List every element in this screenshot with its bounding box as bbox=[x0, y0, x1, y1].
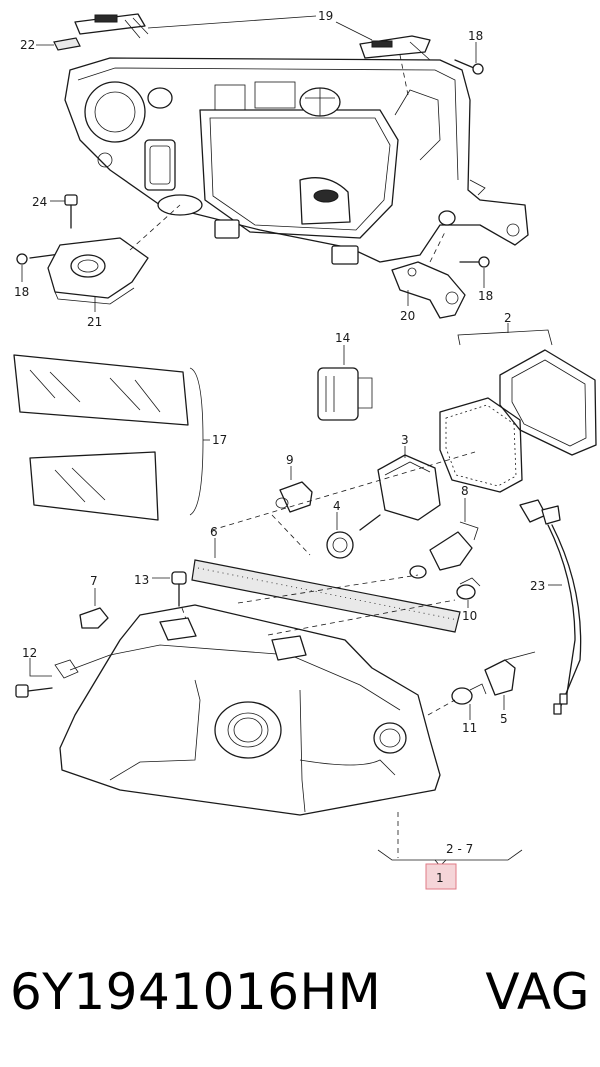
part-24-bolt bbox=[50, 194, 78, 229]
part-17-lens-panels bbox=[13, 354, 210, 521]
callout-1[interactable]: 1 bbox=[436, 871, 444, 885]
callout-4: 4 bbox=[333, 499, 341, 513]
callout-14: 14 bbox=[335, 331, 350, 345]
headlight-exploded-diagram: 19 22 18 24 18 21 20 18 2 14 17 3 9 8 4 … bbox=[13, 9, 597, 890]
part-4-ring bbox=[326, 512, 354, 559]
part-1-highlight[interactable] bbox=[425, 863, 457, 890]
part-3-actuator bbox=[359, 446, 441, 531]
callout-17: 17 bbox=[212, 433, 227, 447]
part-21-mount bbox=[47, 204, 181, 312]
part-5-holder bbox=[484, 651, 536, 710]
callout-11: 11 bbox=[462, 721, 477, 735]
callout-20: 20 bbox=[400, 309, 415, 323]
part-7-clip bbox=[79, 588, 109, 629]
part-6-seal-strip bbox=[191, 538, 461, 633]
part-10-bulb bbox=[456, 577, 481, 608]
callout-6: 6 bbox=[210, 525, 218, 539]
part-12-bolt bbox=[15, 658, 53, 698]
assembly-bracket bbox=[377, 812, 523, 867]
callout-12: 12 bbox=[22, 646, 37, 660]
callout-3: 3 bbox=[401, 433, 409, 447]
callout-22: 22 bbox=[20, 38, 35, 52]
part-23-harness bbox=[519, 499, 582, 715]
callout-8: 8 bbox=[461, 484, 469, 498]
callout-2: 2 bbox=[504, 311, 512, 325]
callout-range: 2 - 7 bbox=[446, 842, 473, 856]
callout-24: 24 bbox=[32, 195, 47, 209]
callout-18-left: 18 bbox=[14, 285, 29, 299]
callout-9: 9 bbox=[286, 453, 294, 467]
callout-21: 21 bbox=[87, 315, 102, 329]
headlight-rear-housing bbox=[64, 57, 529, 265]
part-number: 6Y1941016HM bbox=[10, 963, 382, 1021]
part-18-screws bbox=[16, 42, 490, 288]
callout-13: 13 bbox=[134, 573, 149, 587]
caption: 6Y1941016HM VAG bbox=[10, 952, 590, 1032]
part-8-bulb bbox=[409, 498, 479, 579]
callout-10: 10 bbox=[462, 609, 477, 623]
callout-19: 19 bbox=[318, 9, 333, 23]
part-9-bulb bbox=[275, 466, 313, 513]
callout-7: 7 bbox=[90, 574, 98, 588]
brand-name: VAG bbox=[485, 963, 590, 1021]
callout-23: 23 bbox=[530, 579, 545, 593]
callout-18-right: 18 bbox=[478, 289, 493, 303]
part-13-screw bbox=[152, 571, 187, 607]
part-2-seals bbox=[439, 323, 597, 493]
callout-18-top: 18 bbox=[468, 29, 483, 43]
part-11-bulb bbox=[451, 683, 487, 720]
part-14-connector bbox=[317, 345, 373, 421]
part-20-bracket bbox=[391, 229, 466, 319]
headlight-assembly bbox=[54, 604, 441, 816]
callout-labels: 19 22 18 24 18 21 20 18 2 14 17 3 9 8 4 … bbox=[14, 9, 545, 885]
part-19-brackets bbox=[74, 13, 431, 96]
part-22-pad bbox=[36, 37, 81, 51]
callout-5: 5 bbox=[500, 712, 508, 726]
